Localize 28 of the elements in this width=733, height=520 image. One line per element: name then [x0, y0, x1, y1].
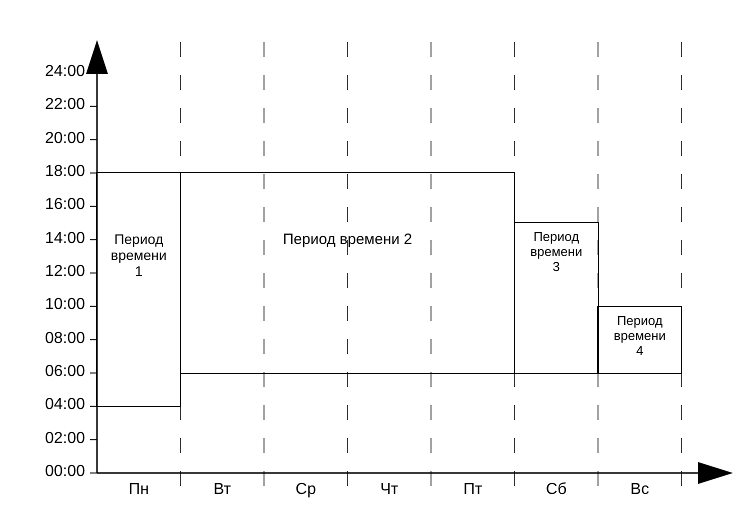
period-label: Период времени 4: [612, 312, 667, 358]
time-period-box: [597, 306, 682, 374]
period-label: Период времени 1: [110, 231, 168, 280]
time-tick-label: 14:00: [44, 230, 85, 248]
time-period-box: [180, 172, 516, 374]
time-tick-label: 22:00: [44, 96, 85, 114]
time-tick-label: 12:00: [44, 263, 85, 281]
time-tick-label: 04:00: [44, 396, 85, 414]
day-label: Сб: [546, 481, 567, 499]
time-tick-label: 16:00: [44, 196, 85, 214]
period-label: Период времени 3: [529, 229, 584, 274]
day-label: Ср: [296, 481, 316, 499]
time-tick-label: 02:00: [44, 430, 85, 448]
day-label: Чт: [380, 481, 398, 499]
day-label: Пн: [128, 481, 149, 499]
day-label: Вт: [214, 481, 231, 499]
day-label: Пт: [463, 481, 482, 499]
time-period-box: [514, 222, 599, 374]
day-label: Вс: [630, 481, 650, 499]
time-tick-label: 20:00: [44, 130, 85, 148]
time-tick-label: 10:00: [44, 296, 85, 314]
period-label: Период времени 2: [282, 231, 414, 248]
time-tick-label: 18:00: [44, 163, 85, 181]
time-tick-label: 24:00: [44, 63, 85, 81]
time-tick-label: 00:00: [44, 463, 85, 481]
time-tick-label: 06:00: [44, 363, 85, 381]
time-tick-label: 08:00: [44, 330, 85, 348]
time-period-box: [96, 172, 182, 408]
